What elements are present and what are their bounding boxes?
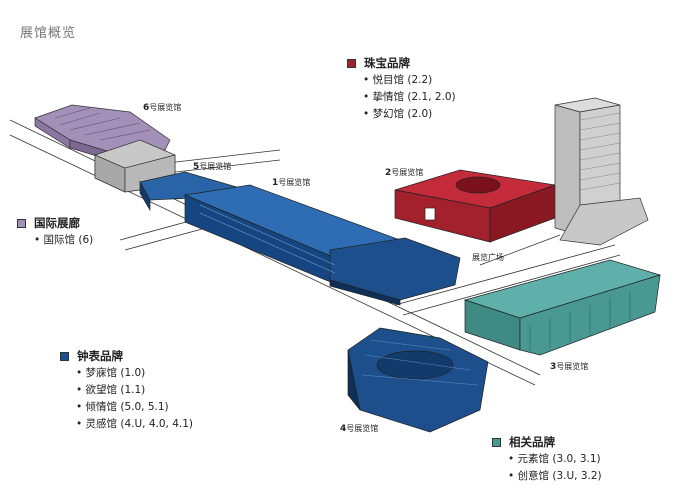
hall-2-label: 2号展览馆 xyxy=(385,167,423,178)
hall-5-label: 5号展览馆 xyxy=(193,161,231,172)
legend-item: 倾情馆 (5.0, 5.1) xyxy=(76,399,193,416)
hall-6-label: 6号展览馆 xyxy=(143,102,181,113)
page-title: 展馆概览 xyxy=(20,26,77,41)
hall-2-suffix: 号展览馆 xyxy=(391,168,424,177)
hall-3-label: 3号展览馆 xyxy=(550,361,588,372)
legend-related-name: 相关品牌 xyxy=(509,435,555,449)
watch-swatch-icon xyxy=(60,352,69,361)
legend-item: 灵感馆 (4.U, 4.0, 4.1) xyxy=(76,416,193,433)
hall-4-number: 4 xyxy=(340,424,347,434)
legend-related: 相关品牌 元素馆 (3.0, 3.1) 创意馆 (3.U, 3.2) xyxy=(492,434,602,485)
legend-item: 创意馆 (3.U, 3.2) xyxy=(508,468,602,485)
hall-6-suffix: 号展览馆 xyxy=(149,103,182,112)
hall-2-number: 2 xyxy=(385,168,392,178)
legend-item: 悦目馆 (2.2) xyxy=(363,72,456,89)
legend-jewelry-name: 珠宝品牌 xyxy=(364,56,410,70)
related-swatch-icon xyxy=(492,438,501,447)
legend-international-name: 国际展廊 xyxy=(34,216,80,230)
plaza-label: 展览广场 xyxy=(472,253,504,262)
legend-item: 梦幻馆 (2.0) xyxy=(363,106,456,123)
legend-item: 梦寐馆 (1.0) xyxy=(76,365,193,382)
legend-watch: 钟表品牌 梦寐馆 (1.0) 欲望馆 (1.1) 倾情馆 (5.0, 5.1) … xyxy=(60,348,193,433)
hall-1-number: 1 xyxy=(272,178,279,188)
legend-international: 国际展廊 国际馆 (6) xyxy=(17,215,93,249)
hall-1-building[interactable] xyxy=(139,171,461,306)
hall-3-number: 3 xyxy=(550,362,557,372)
hall-6-number: 6 xyxy=(143,103,150,113)
legend-item: 挚情馆 (2.1, 2.0) xyxy=(363,89,456,106)
hall-2-building[interactable] xyxy=(394,169,556,243)
legend-watch-name: 钟表品牌 xyxy=(77,349,123,363)
international-swatch-icon xyxy=(17,219,26,228)
hall-1-suffix: 号展览馆 xyxy=(278,178,311,187)
legend-item: 国际馆 (6) xyxy=(34,232,94,249)
hall-3-building[interactable] xyxy=(463,259,662,356)
legend-jewelry: 珠宝品牌 悦目馆 (2.2) 挚情馆 (2.1, 2.0) 梦幻馆 (2.0) xyxy=(347,55,456,123)
hall-4-label: 4号展览馆 xyxy=(340,423,378,434)
hall-5-suffix: 号展览馆 xyxy=(199,162,232,171)
tower-building xyxy=(554,97,649,246)
hall-4-suffix: 号展览馆 xyxy=(346,424,379,433)
jewelry-swatch-icon xyxy=(347,59,356,68)
hall-3-suffix: 号展览馆 xyxy=(556,362,589,371)
legend-item: 元素馆 (3.0, 3.1) xyxy=(508,451,602,468)
hall-5-number: 5 xyxy=(193,162,200,172)
hall-4-building[interactable] xyxy=(347,327,489,433)
legend-item: 欲望馆 (1.1) xyxy=(76,382,193,399)
hall-1-label: 1号展览馆 xyxy=(272,177,310,188)
